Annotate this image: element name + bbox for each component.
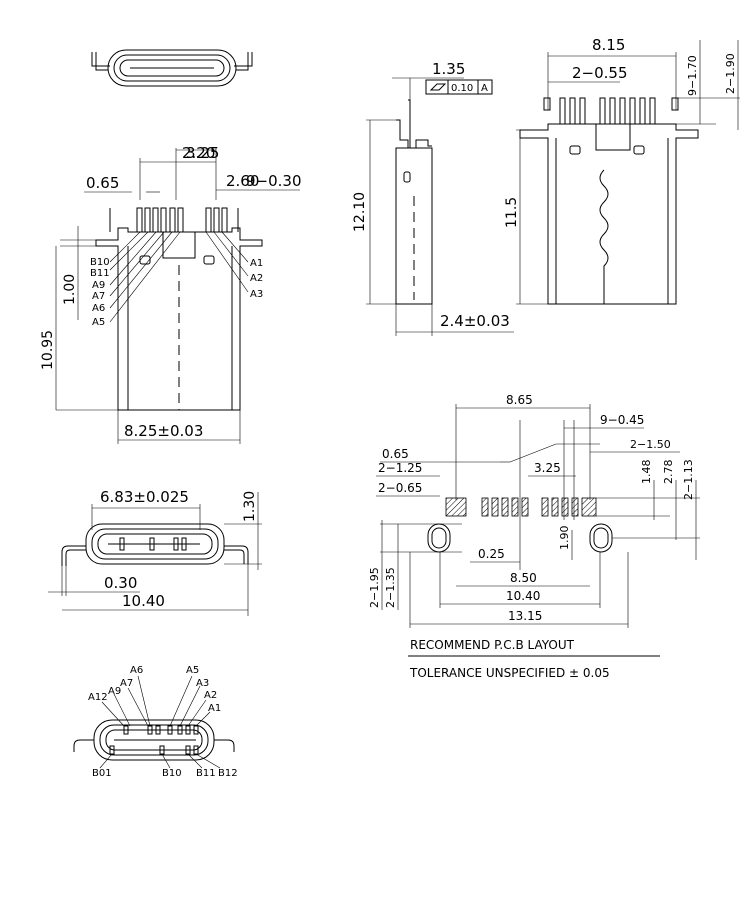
pin-label-b11: B11 (90, 268, 110, 279)
pin-a5: A5 (186, 665, 199, 676)
pin-b12: B12 (218, 768, 238, 779)
front-view: 3.25 2.20 0.65 2.60 9−0.30 (40, 144, 302, 444)
pin-label-a7: A7 (92, 291, 105, 302)
top-view (91, 49, 253, 87)
dim-325: 3.25 (186, 144, 219, 162)
dim-2-125: 2−1.25 (378, 461, 422, 475)
dim-1315: 13.15 (508, 609, 542, 623)
dim-825: 8.25±0.03 (124, 422, 203, 440)
end-lead: 0.30 (104, 574, 137, 592)
pin-label-a2: A2 (250, 273, 263, 284)
pin-label-a3: A3 (250, 289, 263, 300)
pin-b10: B10 (162, 768, 182, 779)
dim-260: 2.60 (226, 172, 259, 190)
pin-b01: B01 (92, 768, 112, 779)
rear-width: 8.15 (592, 36, 625, 54)
pin-a3: A3 (196, 678, 209, 689)
pin-a6: A6 (130, 665, 143, 676)
pin-label-a1: A1 (250, 258, 263, 269)
dim-850: 8.50 (510, 571, 537, 585)
pin-label-a9: A9 (92, 280, 105, 291)
dim-865: 8.65 (506, 393, 533, 407)
end-height: 1.30 (242, 491, 258, 522)
pin-label-b10: B10 (90, 257, 110, 268)
end-width: 6.83±0.025 (100, 488, 189, 506)
dim-2-195: 2−1.95 (368, 567, 381, 608)
datum-label: A (481, 83, 488, 94)
dim-190: 1.90 (558, 526, 571, 551)
dim-325-pcb: 3.25 (534, 461, 561, 475)
pcb-layout: 8.65 9−0.45 2−1.50 0.65 2−1.25 2−0.65 3.… (368, 393, 700, 680)
pin-a2: A2 (204, 690, 217, 701)
dim-065: 0.65 (86, 174, 119, 192)
dim-1095: 10.95 (40, 330, 56, 370)
dim-9-030: 9−0.30 (246, 172, 302, 190)
rear-pitch: 2−0.55 (572, 64, 628, 82)
dim-278: 2.78 (662, 460, 675, 485)
side-thickness: 2.4±0.03 (440, 312, 510, 330)
dim-2-065: 2−0.65 (378, 481, 422, 495)
end-view: 6.83±0.025 1.30 0.30 10.40 (48, 488, 262, 616)
dim-1040-pcb: 10.40 (506, 589, 540, 603)
rear-top2: 2−1.90 (724, 53, 737, 94)
pin-a12: A12 (88, 692, 108, 703)
dim-065-pcb: 0.65 (382, 447, 409, 461)
dim-100: 1.00 (62, 274, 78, 305)
pin-b11: B11 (196, 768, 216, 779)
side-height: 12.10 (352, 192, 368, 232)
pcb-title: RECOMMEND P.C.B LAYOUT (410, 638, 575, 652)
pin-a1: A1 (208, 703, 221, 714)
rear-view: 8.15 2−0.55 9−1.70 2−1.90 11.5 (504, 36, 740, 305)
rear-top1: 9−1.70 (686, 55, 699, 96)
dim-9-045: 9−0.45 (600, 413, 644, 427)
rear-height: 11.5 (504, 197, 520, 228)
side-pitch: 1.35 (432, 60, 465, 78)
dim-220: 2.20 (182, 144, 215, 162)
dim-2-150: 2−1.50 (630, 438, 671, 451)
dim-2-135: 2−1.35 (384, 567, 397, 608)
dim-2-113: 2−1.13 (682, 459, 695, 500)
pin-a7: A7 (120, 678, 133, 689)
pin-label-a5: A5 (92, 317, 105, 328)
flatness-value: 0.10 (451, 83, 473, 94)
pin-a9: A9 (108, 686, 121, 697)
pcb-tolerance: TOLERANCE UNSPECIFIED ± 0.05 (409, 666, 610, 680)
side-view: 1.35 0.10 A 12.10 2.4±0.03 (352, 60, 514, 336)
pin-view: A6 A5 A7 A3 A12 A9 A2 A1 B01 B10 B11 B12 (73, 665, 238, 779)
pin-label-a6: A6 (92, 303, 105, 314)
dim-025: 0.25 (478, 547, 505, 561)
flatness-icon (429, 83, 447, 91)
dim-148: 1.48 (640, 460, 653, 485)
end-span: 10.40 (122, 592, 165, 610)
